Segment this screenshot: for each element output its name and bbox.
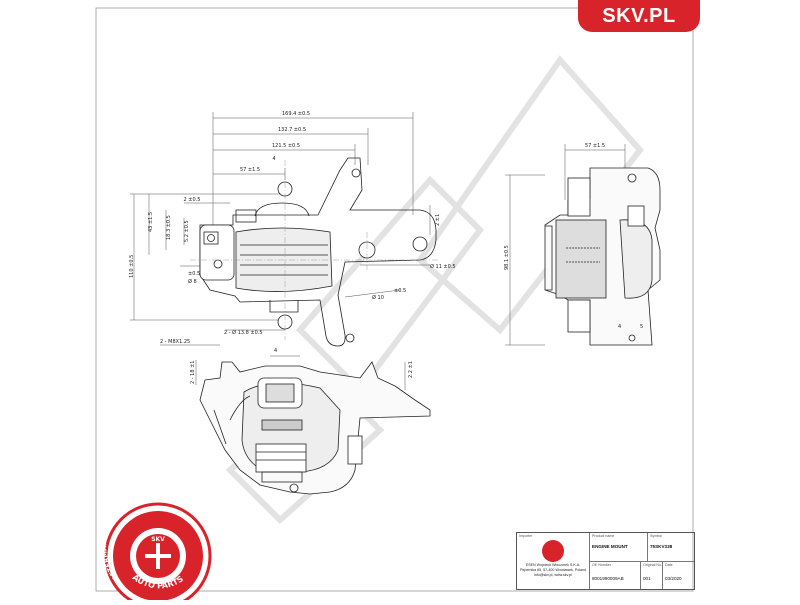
dim-width-4: 57 ±1.5 (240, 167, 260, 173)
page-cell: Original No. 001 (640, 561, 662, 589)
dim-height-4: 5.2 ±0.5 (184, 220, 190, 242)
dim-side-height-2: 98.1 ±0.5 (504, 245, 510, 270)
date-cell: Date 03/2020 (662, 561, 694, 589)
date-label: Date (665, 563, 673, 567)
dim-hole-c: Ø 11 ±0.5 (430, 263, 456, 270)
dim-tol-b: ±0.5 (188, 271, 200, 277)
dim-height-2: 43 ±1.5 (148, 212, 154, 232)
company-name: ESEN Wojciech Wieczorek S.K.A. (525, 563, 581, 567)
side-view-labels: 57 ±1.5 98.1 ±0.5 4 5 (504, 143, 643, 330)
front-view (160, 344, 431, 495)
product-name: ENGINE MOUNT (592, 544, 628, 549)
dim-hole-a: 2 - Ø 13.8 ±0.5 (224, 329, 263, 336)
dim-side-width: 57 ±1.5 (585, 143, 605, 149)
top-view-labels: 169.4 ±0.5 132.7 ±0.5 121.5 ±0.5 57 ±1.5… (129, 111, 456, 336)
dim-tol-a: ±0.5 (394, 288, 406, 294)
side-label-b: 5 (640, 324, 643, 330)
dim-depth: 2 - 18 ±1 (190, 361, 196, 385)
seal-center-text: SKV (151, 536, 165, 543)
auto-parts-seal: AFTERMARKET PRICE • OE QUALITY AUTO PART… (100, 487, 212, 605)
side-view (505, 144, 661, 346)
dim-thread: 2 - M8X1.25 (160, 339, 190, 345)
company-contact: info@skv.pl, www.skv.pl (534, 573, 572, 577)
dim-height-3: 18.3 ±0.5 (166, 215, 172, 240)
company-address: Pepernika 65, 57-400 Wrocławek, Poland (519, 568, 587, 572)
detail-b-label: 4 (274, 348, 277, 354)
dim-width-2: 132.7 ±0.5 (278, 127, 306, 133)
sheet-border (95, 7, 694, 592)
page-label: Original No. (643, 563, 662, 567)
dim-height-total: 110 ±0.5 (129, 255, 135, 278)
symbol-value: 75SKV338 (650, 544, 673, 549)
importer-label: Importer (519, 534, 533, 538)
dim-side-height: 2.2 ±1 (408, 361, 414, 378)
product-name-cell: Product name ENGINE MOUNT (589, 533, 647, 561)
dim-hole-d: Ø 10 (372, 294, 384, 301)
dim-width-3: 121.5 ±0.5 (272, 143, 300, 149)
importer-cell: Importer ESEN Wojciech Wieczorek S.K.A. … (517, 533, 589, 589)
top-view (130, 112, 440, 347)
importer-logo (542, 540, 564, 562)
date-value: 03/2020 (665, 576, 682, 581)
symbol-label: Symbol (650, 534, 662, 538)
title-block: Importer ESEN Wojciech Wieczorek S.K.A. … (516, 532, 695, 590)
dim-small-2: 2 ±0.5 (184, 197, 201, 203)
symbol-cell: Symbol 75SKV338 (647, 533, 694, 561)
oe-number: 8001990009AB (592, 576, 624, 581)
page-number: 001 (643, 576, 651, 581)
dim-overall-width: 169.4 ±0.5 (282, 111, 310, 117)
side-label-a: 4 (618, 324, 621, 330)
oe-number-cell: OE Number 8001990009AB (589, 561, 640, 589)
oe-number-label: OE Number (592, 563, 611, 567)
front-view-labels: 2 - M8X1.25 2 - 18 ±1 2.2 ±1 4 (160, 339, 414, 384)
dim-small-a: 2 ±1 (435, 214, 441, 226)
top-dimension-lines (130, 112, 431, 331)
brand-logo[interactable]: SKV.PL (578, 0, 700, 32)
product-name-label: Product name (592, 534, 615, 538)
dim-hole-b: Ø 8 (188, 278, 197, 285)
detail-a-label: 4 (272, 156, 275, 162)
